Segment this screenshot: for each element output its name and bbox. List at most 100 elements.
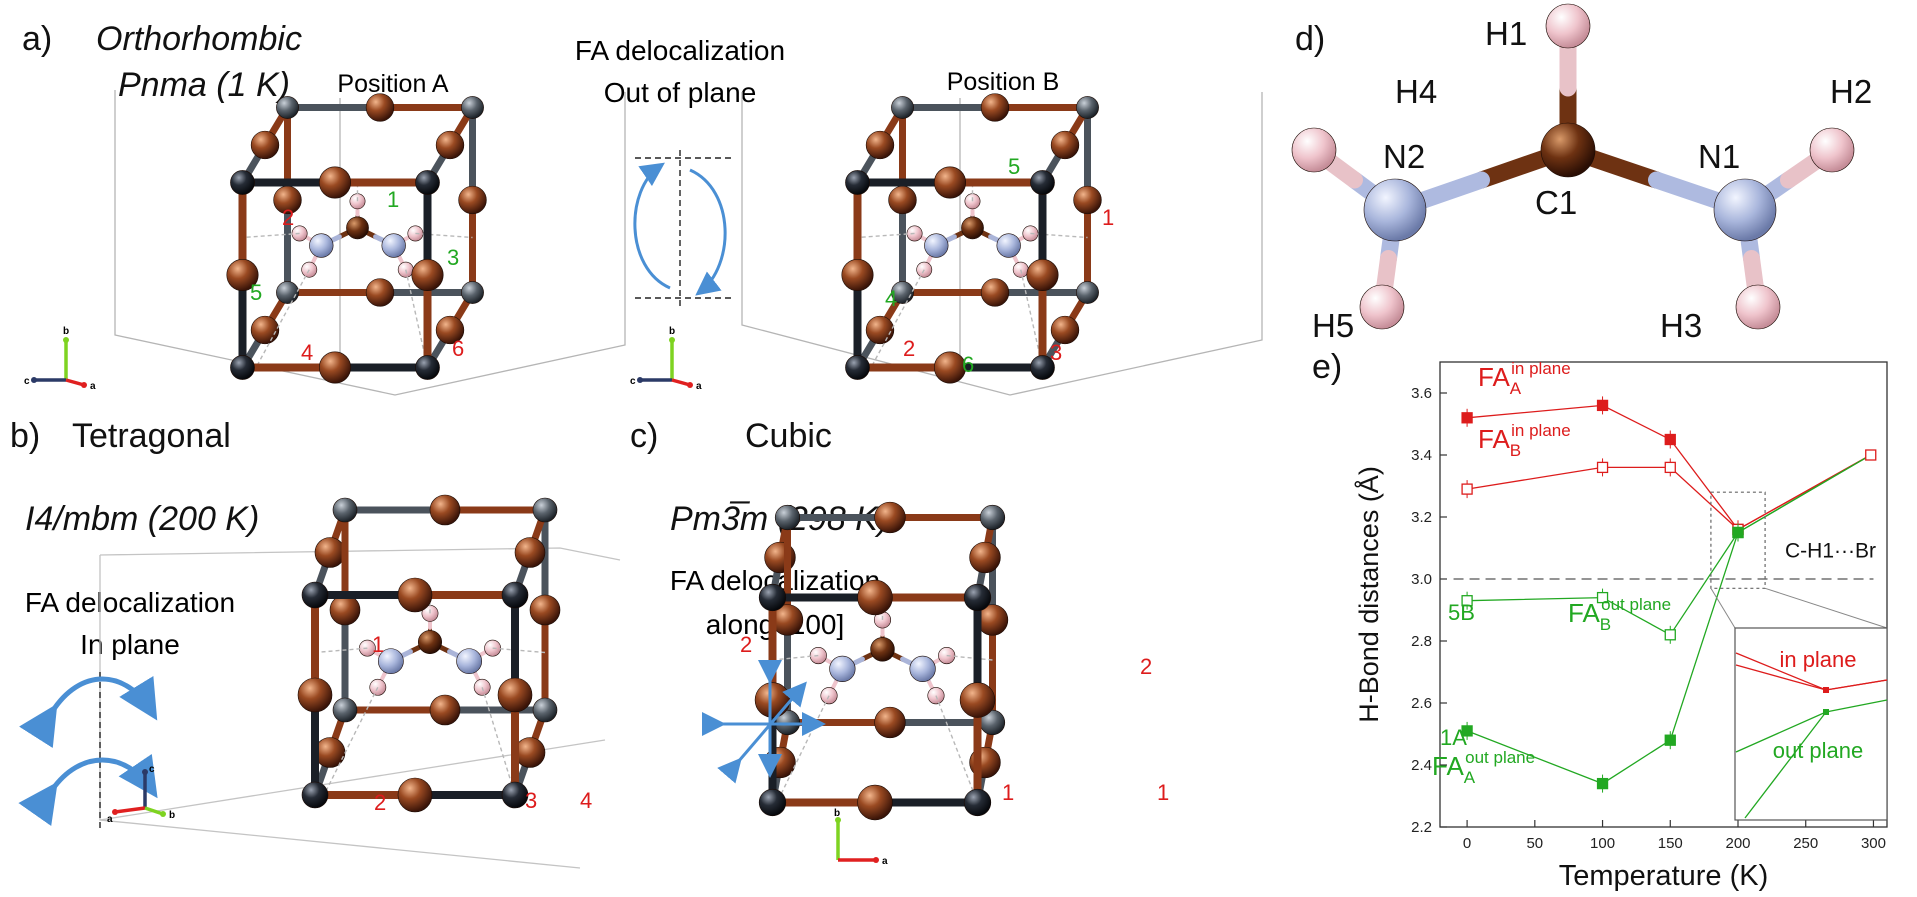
panel-a-phase: Orthorhombic [96, 20, 302, 58]
h-bond-dash [946, 654, 993, 661]
tag-5b: 5B [1448, 600, 1475, 625]
series-label-fa-a-out: FAAout plane [1432, 748, 1535, 787]
h-bond-dash [935, 695, 979, 803]
data-point [1865, 449, 1877, 461]
inset-label-out: out plane [1773, 738, 1864, 763]
hbond-number: 1 [1157, 780, 1169, 805]
deloc-out-title-1: FA delocalization [575, 35, 785, 66]
axis-a-arrow [65, 378, 85, 387]
x-tick-label: 50 [1526, 835, 1543, 852]
pb-atom [276, 96, 299, 119]
panel-c-letter: c) [630, 417, 658, 455]
axis-tip [687, 382, 693, 388]
br-atom [314, 537, 346, 568]
reference-label: C-H1···Br [1785, 539, 1876, 562]
structure-position-b [841, 93, 1102, 384]
y-axis-label: H-Bond distances (Å) [1353, 466, 1384, 723]
pb-atom [230, 355, 255, 380]
axis-tip [873, 857, 879, 863]
axis-tip [63, 337, 69, 343]
hbond-number: 2 [1140, 654, 1152, 679]
hbond-number: 4 [885, 286, 897, 311]
in-plane-rotation-icon [18, 672, 158, 828]
y-tick-label: 3.4 [1411, 447, 1432, 464]
hbond-number: 1 [1002, 780, 1014, 805]
axis-tip [142, 769, 148, 775]
c-atom [870, 637, 895, 662]
br-atom [857, 579, 893, 616]
axis-b-label: b [834, 808, 840, 819]
br-atom [980, 93, 1010, 122]
br-atom [933, 351, 967, 384]
tag-1a: 1A [1440, 725, 1467, 750]
series-1 [1461, 454, 1872, 539]
panel-c: c) Cubic Pm3̅m (298 K) FA delocalization… [630, 417, 1169, 821]
box-outline-a [114, 90, 626, 396]
h-bond-dash [492, 647, 546, 654]
axis-triad: ba [834, 808, 888, 867]
pb-atom [415, 170, 440, 195]
n-atom [909, 655, 936, 683]
label-h2: H2 [1830, 73, 1872, 110]
pb-atom [301, 581, 329, 609]
axis-c-label: c [630, 376, 636, 387]
br-atom [1050, 130, 1080, 160]
data-point [1596, 591, 1609, 604]
axis-a-label: a [107, 814, 113, 825]
h-bond-dash [314, 647, 368, 654]
pb-atom [501, 581, 529, 609]
y-tick-label: 3.6 [1411, 385, 1432, 402]
hbond-number: 6 [452, 336, 464, 361]
h-bond-dash [405, 269, 429, 368]
pb-atom [963, 788, 992, 817]
panel-a-letter: a) [22, 20, 52, 58]
br-atom [458, 185, 487, 215]
br-atom [933, 166, 967, 199]
axis-c-label: c [149, 764, 155, 775]
data-point [1461, 412, 1473, 424]
n-atom [456, 648, 482, 675]
h-bond-dash [772, 654, 819, 661]
inset-frame [1734, 627, 1888, 821]
pb-atom [758, 788, 787, 817]
y-tick-label: 3.2 [1411, 509, 1432, 526]
x-axis-label: Temperature (K) [1559, 860, 1769, 892]
br-atom [497, 677, 533, 713]
pb-atom [1030, 170, 1055, 195]
br-atom [529, 594, 561, 626]
br-atom [841, 258, 874, 292]
structure-cubic [754, 501, 1009, 821]
panel-a-group: Pnma (1 K) [118, 66, 290, 104]
axis-b-label: b [63, 326, 69, 337]
br-atom [514, 737, 546, 768]
position-b-title: Position B [947, 68, 1060, 96]
panel-b-letter: b) [10, 417, 40, 455]
pb-atom [532, 497, 558, 523]
axis-a-label: a [90, 381, 96, 392]
n-atom [924, 233, 949, 258]
h-bond-dash [857, 232, 915, 239]
br-atom [318, 166, 352, 199]
pb-atom [501, 781, 529, 809]
h-bond-dash [1020, 269, 1044, 368]
box-outline-b [741, 92, 1263, 396]
x-tick-label: 150 [1658, 835, 1683, 852]
plot-frame [1439, 361, 1888, 828]
label-h4: H4 [1395, 73, 1437, 110]
br-atom [429, 694, 461, 726]
hbond-number: 1 [1102, 205, 1114, 230]
panel-e-letter: e) [1312, 348, 1342, 386]
pb-atom [1030, 355, 1055, 380]
zoom-box [1710, 491, 1766, 589]
data-point [1596, 777, 1609, 790]
n-atom [829, 655, 856, 683]
inset-point [1823, 709, 1829, 715]
data-point [1461, 595, 1473, 607]
hbond-number: 2 [374, 790, 386, 815]
br-atom [857, 784, 893, 821]
c-atom [418, 630, 442, 655]
series-label-fa-b-out: FABout plane [1568, 595, 1671, 634]
